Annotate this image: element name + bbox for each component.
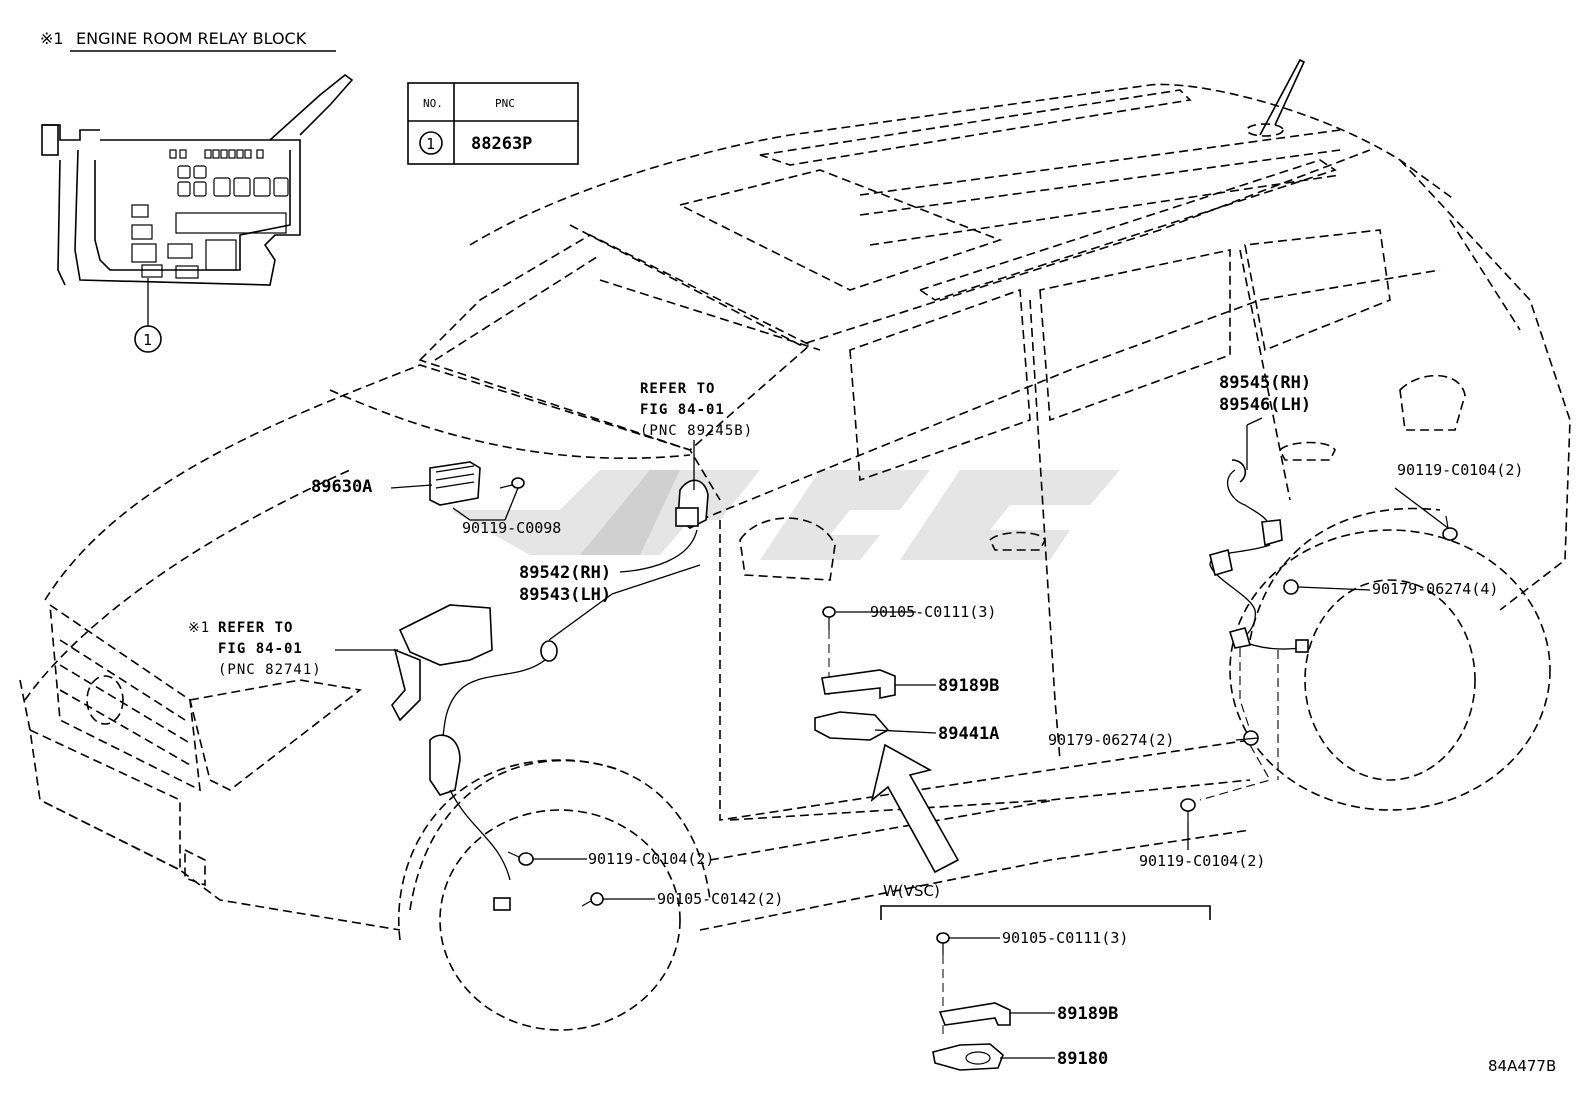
label-90105-c0142: 90105-C0142(2) — [657, 890, 783, 908]
part-rear-speed-sensor — [1209, 459, 1309, 653]
label-89189b-center: 89189B — [938, 676, 999, 696]
label-89542: 89542(RH) — [519, 563, 611, 583]
part-89180 — [932, 1043, 1004, 1071]
pnc-table: NO. PNC 1 88263P — [407, 82, 579, 165]
label-89546: 89546(LH) — [1219, 395, 1311, 415]
leader-lines — [335, 417, 1449, 1059]
label-90179-06274-4: 90179-06274(4) — [1372, 580, 1498, 598]
note-mark: ※1 — [40, 29, 64, 48]
label-90119-c0098: 90119-C0098 — [462, 519, 561, 537]
label-89545: 89545(RH) — [1219, 373, 1311, 393]
refer-top-line1: REFER TO — [640, 381, 715, 397]
refer-top-line3: (PNC 89245B) — [640, 423, 753, 439]
vehicle-outline — [19, 58, 1571, 1031]
label-89543: 89543(LH) — [519, 585, 611, 605]
pnc-table-row-pnc: 88263P — [471, 134, 532, 154]
relay-block-title: ENGINE ROOM RELAY BLOCK — [76, 29, 307, 48]
bolt-90105-c0142 — [581, 892, 604, 907]
label-90119-c0104-rear-right: 90119-C0104(2) — [1397, 461, 1523, 479]
figure-code: 84A477B — [1488, 1057, 1556, 1075]
part-89189b-center — [821, 669, 896, 699]
part-front-speed-sensor — [429, 640, 558, 911]
bolt-90119-c0104-rear-bottom — [1180, 798, 1196, 822]
watermark-logo — [450, 470, 1120, 560]
relay-callout-number: 1 — [143, 331, 152, 349]
label-vsc-90105-c0111: 90105-C0111(3) — [1002, 929, 1128, 947]
part-89441a — [814, 711, 890, 741]
bolt-90119-c0104-front — [507, 851, 534, 866]
refer-left-line2: FIG 84-01 — [218, 641, 303, 657]
part-89542-89543-sensor — [619, 479, 709, 573]
direction-arrow — [870, 743, 960, 874]
label-89441a: 89441A — [938, 724, 999, 744]
refer-top-line2: FIG 84-01 — [640, 402, 725, 418]
pnc-table-col-pnc: PNC — [495, 97, 515, 110]
label-89630a: 89630A — [311, 477, 372, 497]
label-90105-c0111-center: 90105-C0111(3) — [870, 603, 996, 621]
refer-left-line3: (PNC 82741) — [218, 662, 322, 678]
engine-room-relay-block: 1 — [41, 73, 354, 353]
relay-block-header: ※1 ENGINE ROOM RELAY BLOCK — [40, 29, 336, 52]
pnc-table-row-no: 1 — [426, 135, 435, 153]
clip-90179-06274-upper — [1283, 579, 1299, 595]
label-90119-c0104-front: 90119-C0104(2) — [588, 850, 714, 868]
pnc-table-col-no: NO. — [423, 97, 443, 110]
label-90119-c0104-rear-bottom: 90119-C0104(2) — [1139, 852, 1265, 870]
part-engine-relay-bracket — [391, 604, 493, 722]
vsc-label: W(VSC) — [883, 882, 940, 900]
bolt-90119-c0104-rear-right — [1442, 515, 1458, 541]
part-89630a — [429, 461, 481, 506]
bolt-90105-c0111-vsc — [936, 932, 950, 1035]
refer-left-mark: ※1 — [188, 620, 210, 636]
relay-callout-circle — [134, 325, 162, 353]
vsc-variant-group — [880, 905, 1211, 1071]
refer-left-line1: REFER TO — [218, 620, 293, 636]
bolt-90119-c0098 — [499, 477, 525, 489]
part-labels: 89545(RH) 89546(LH) 89630A 90119-C0098 R… — [188, 373, 1556, 1075]
label-vsc-89189b: 89189B — [1057, 1004, 1118, 1024]
part-89189b-vsc — [938, 1002, 1011, 1026]
label-89180: 89180 — [1057, 1049, 1108, 1069]
label-90179-06274-2: 90179-06274(2) — [1048, 731, 1174, 749]
relay-block-fuses — [131, 149, 289, 279]
